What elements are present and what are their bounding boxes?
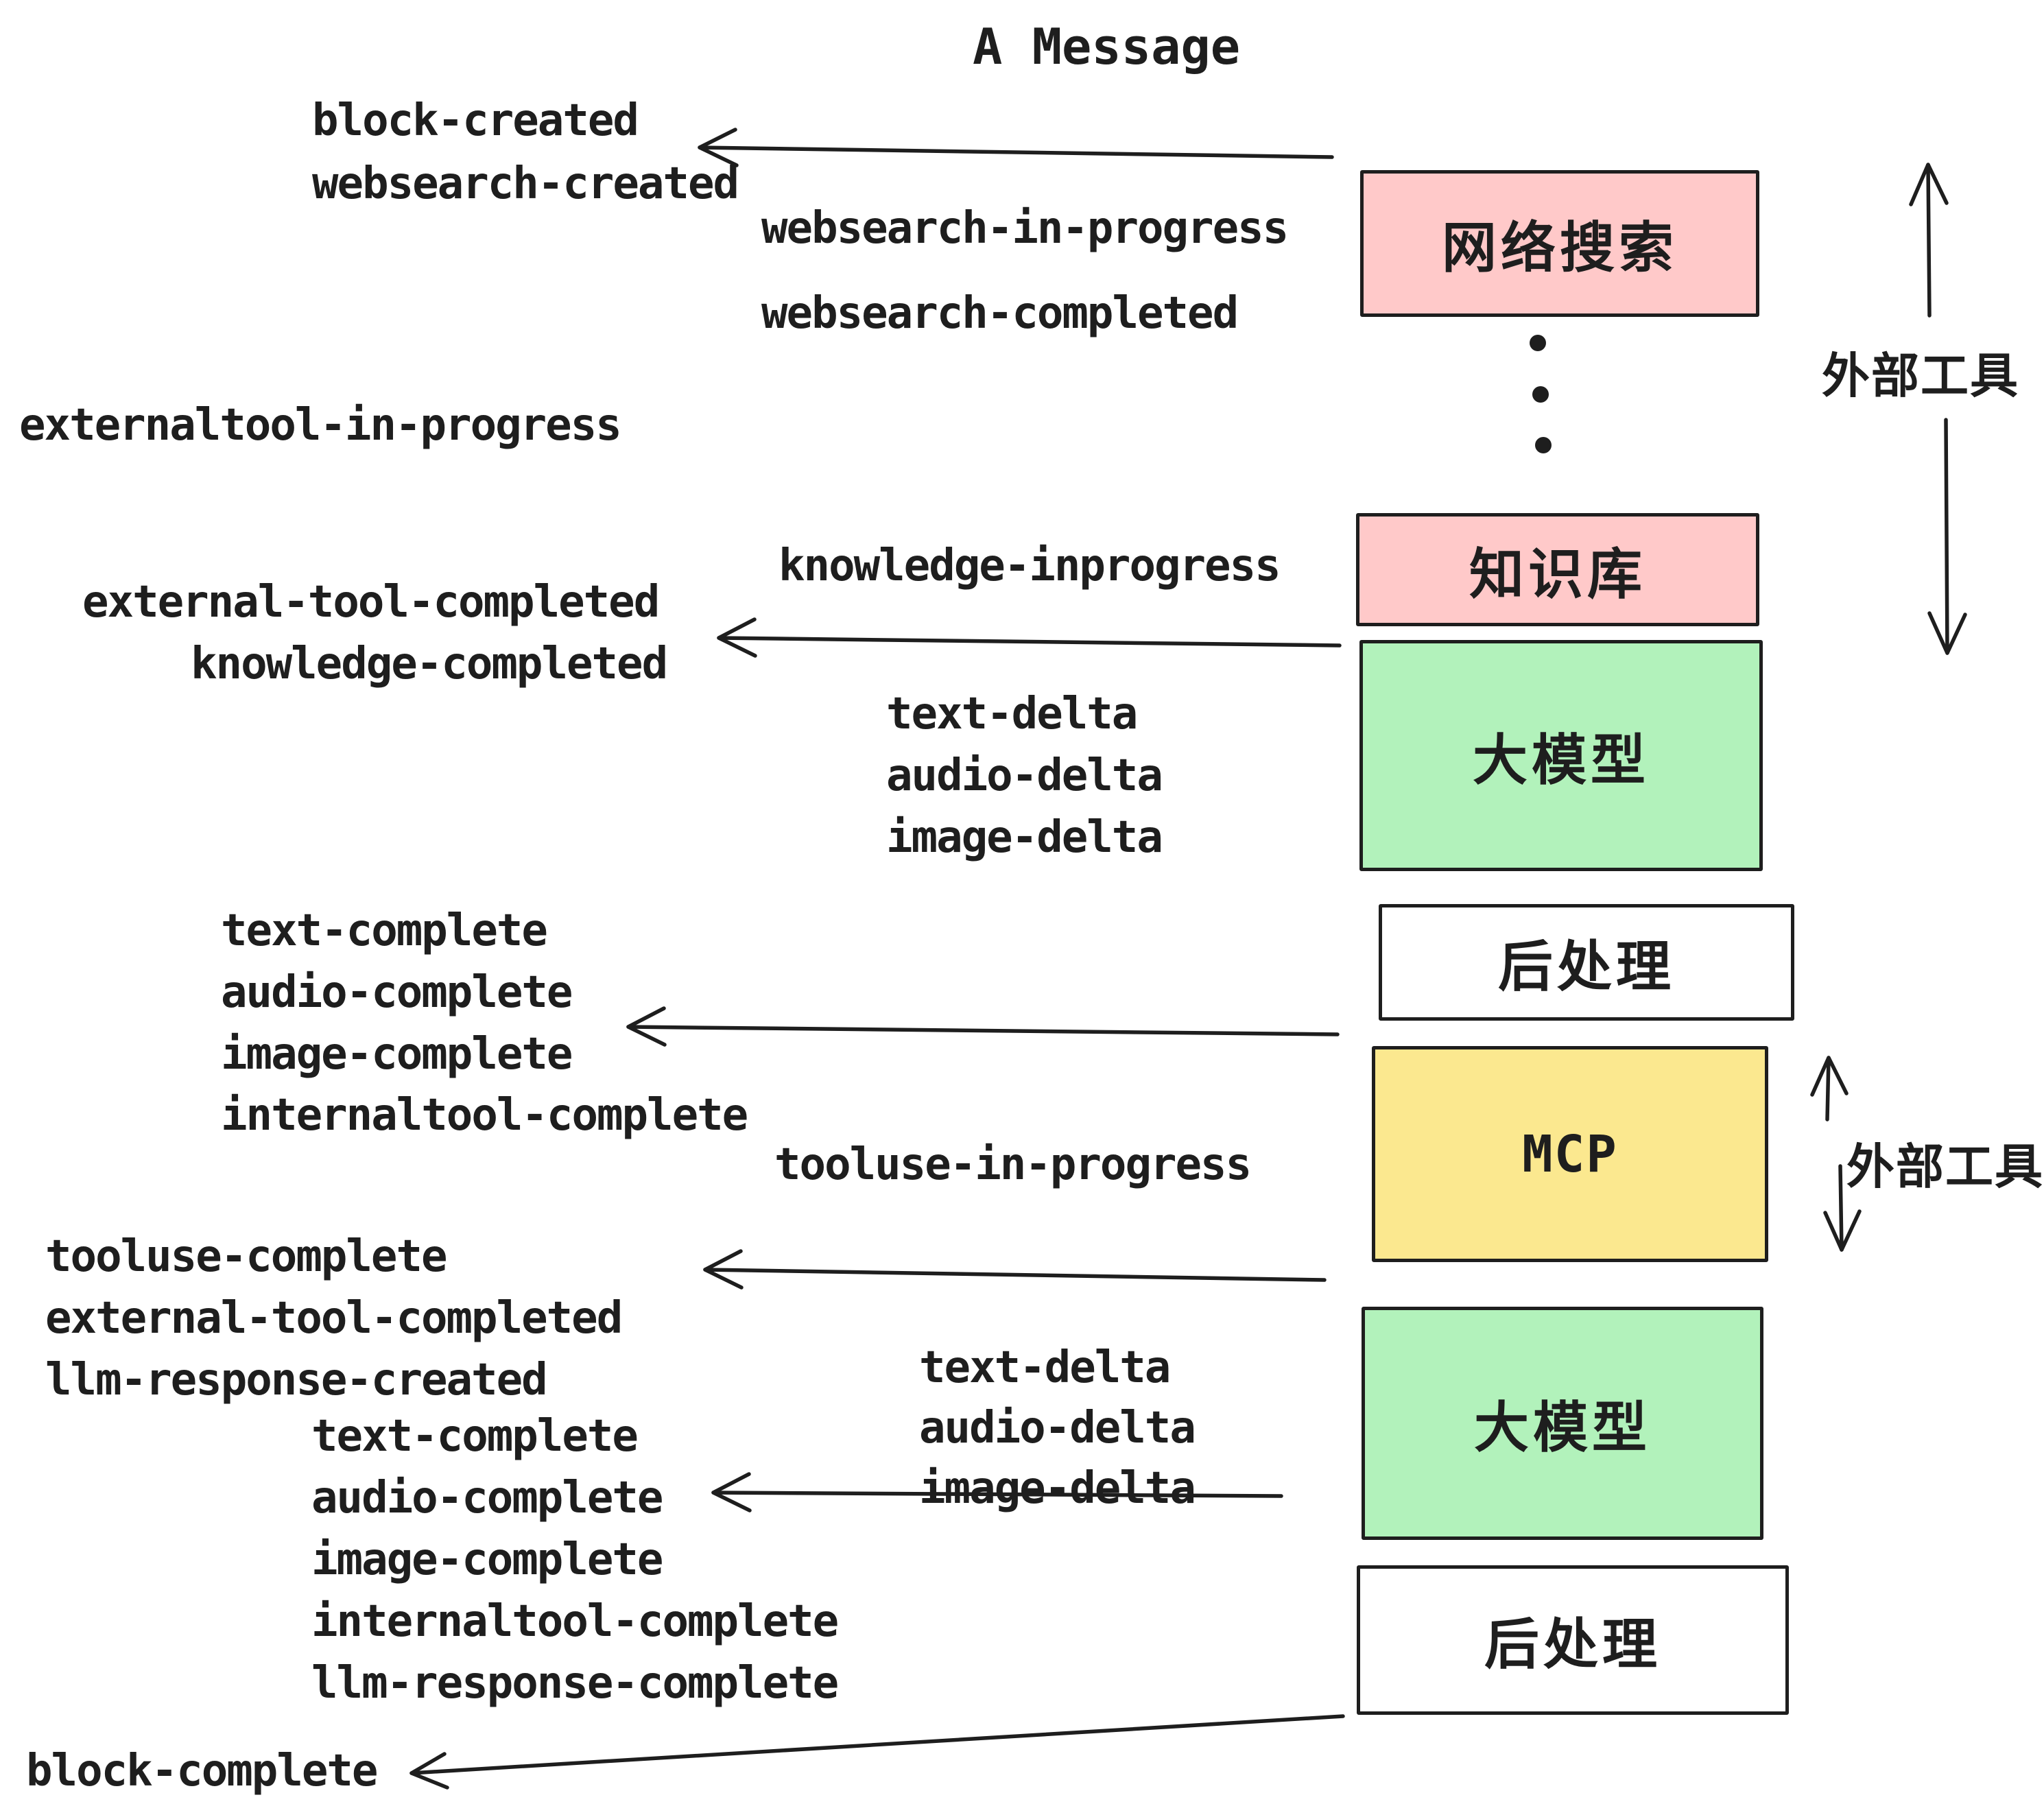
event-label-external-tool-completed-1: external-tool-completed	[82, 577, 660, 628]
event-label-internaltool-complete-1: internaltool-complete	[221, 1090, 748, 1141]
event-label-websearch-in-progress: websearch-in-progress	[761, 203, 1289, 254]
event-label-websearch-created: websearch-created	[312, 158, 739, 209]
event-label-text-complete-1: text-complete	[221, 905, 548, 956]
ellipsis-dots	[1530, 335, 1552, 453]
knowledge-box: 知识库	[1356, 513, 1759, 626]
event-label-audio-complete-2: audio-complete	[311, 1473, 663, 1523]
event-label-llm-response-created: llm-response-created	[45, 1355, 548, 1405]
arrow-to-block-complete	[409, 1714, 1345, 1790]
event-label-externaltool-in-progress: externaltool-in-progress	[19, 400, 622, 451]
external-tools-label-2: 外部工具	[1846, 1139, 2044, 1195]
arrow-to-knowledge-completed	[717, 617, 1342, 658]
event-label-knowledge-inprogress: knowledge-inprogress	[779, 541, 1281, 591]
event-label-audio-delta-1: audio-delta	[886, 750, 1163, 801]
event-label-knowledge-completed: knowledge-completed	[191, 639, 668, 689]
event-label-tooluse-complete: tooluse-complete	[45, 1231, 447, 1282]
event-label-image-complete-1: image-complete	[221, 1029, 573, 1080]
event-label-websearch-completed: websearch-completed	[761, 288, 1239, 339]
event-label-external-tool-completed-2: external-tool-completed	[45, 1293, 623, 1344]
event-label-block-created: block-created	[312, 95, 639, 146]
event-label-image-delta-2: image-delta	[919, 1463, 1196, 1514]
postprocess-box-2: 后处理	[1357, 1565, 1789, 1715]
mcp-box: MCP	[1372, 1046, 1768, 1262]
websearch-box: 网络搜索	[1360, 170, 1759, 317]
arrow-to-external-tool-completed	[703, 1249, 1327, 1290]
llm-box-1: 大模型	[1359, 640, 1763, 871]
event-label-text-delta-1: text-delta	[886, 689, 1138, 739]
arrow-to-image-complete	[626, 1006, 1340, 1047]
event-label-image-complete-2: image-complete	[311, 1534, 663, 1585]
diagram-title: A Message	[973, 18, 1241, 75]
external-tools-down-arrow	[1927, 418, 1967, 655]
llm-box-2: 大模型	[1362, 1307, 1763, 1540]
event-label-audio-complete-1: audio-complete	[221, 967, 573, 1018]
event-label-llm-response-complete: llm-response-complete	[311, 1658, 839, 1709]
event-label-text-complete-2: text-complete	[311, 1411, 639, 1462]
event-label-image-delta-1: image-delta	[886, 812, 1163, 863]
event-label-text-delta-2: text-delta	[919, 1342, 1171, 1393]
event-label-internaltool-complete-2: internaltool-complete	[311, 1596, 839, 1647]
external-tools-label-1: 外部工具	[1822, 348, 2019, 404]
event-label-audio-delta-2: audio-delta	[919, 1403, 1196, 1453]
postprocess-box-1: 后处理	[1379, 904, 1794, 1021]
external-tools-up-arrow	[1909, 163, 1949, 318]
arrow-to-websearch-created	[698, 128, 1334, 167]
mcp-external-tools-up-arrow	[1810, 1056, 1849, 1121]
event-label-tooluse-in-progress: tooluse-in-progress	[774, 1139, 1252, 1190]
event-label-block-complete: block-complete	[26, 1746, 378, 1796]
